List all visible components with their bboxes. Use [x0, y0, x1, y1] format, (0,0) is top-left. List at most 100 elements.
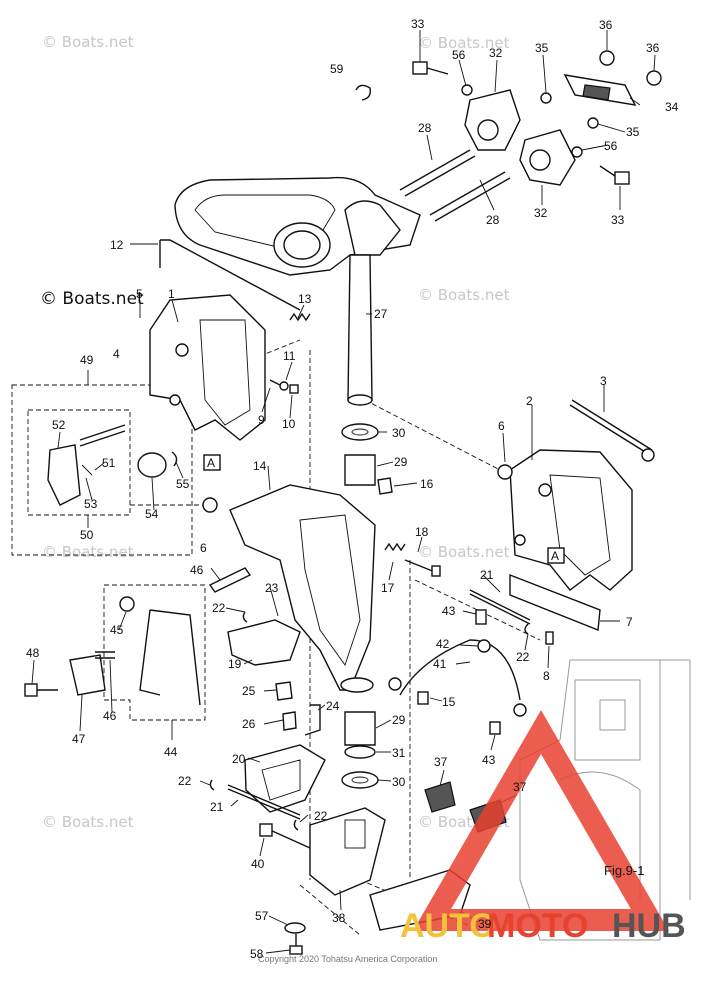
- watermark: © Boats.net: [418, 543, 510, 561]
- clamp-bracket-left: [149, 294, 266, 441]
- part-label-22: 22: [212, 601, 226, 615]
- brand-auto: AUTO: [400, 907, 496, 945]
- part-label-13: 13: [298, 292, 312, 306]
- part-label-43: 43: [442, 604, 456, 618]
- springs-pins: [269, 312, 441, 577]
- tilt-plate: [469, 573, 601, 645]
- part-label-32: 32: [534, 206, 548, 220]
- reference-markers: A A: [203, 454, 565, 564]
- part-label-35: 35: [626, 125, 640, 139]
- part-label-49: 49: [80, 353, 94, 367]
- part-label-34: 34: [665, 100, 679, 114]
- part-label-12: 12: [110, 238, 124, 252]
- motor-housing-outline: [519, 659, 691, 941]
- part-label-32: 32: [489, 46, 503, 60]
- copyright-text: Copyright 2020 Tohatsu America Corporati…: [258, 954, 437, 964]
- part-label-56: 56: [604, 139, 618, 153]
- watermark: © Boats.net: [42, 543, 134, 561]
- part-label-45: 45: [110, 623, 124, 637]
- part-label-29: 29: [394, 455, 408, 469]
- part-label-14: 14: [253, 459, 267, 473]
- part-label-43: 43: [482, 753, 496, 767]
- part-label-35: 35: [535, 41, 549, 55]
- part-label-40: 40: [251, 857, 265, 871]
- watermark-main: © Boats.net: [40, 289, 144, 309]
- part-label-25: 25: [242, 684, 256, 698]
- part-label-48: 48: [26, 646, 40, 660]
- part-label-1: 1: [168, 287, 175, 301]
- part-label-56: 56: [452, 48, 466, 62]
- part-label-4: 4: [113, 347, 120, 361]
- brand-hub: HUB: [612, 907, 686, 945]
- part-label-38: 38: [332, 911, 346, 925]
- part-label-37: 37: [513, 780, 527, 794]
- part-label-26: 26: [242, 717, 256, 731]
- brand-logo: AUTO MOTO HUB: [400, 710, 686, 945]
- part-label-33: 33: [411, 17, 425, 31]
- top-hardware: [355, 50, 662, 185]
- leader-lines: [31, 30, 656, 954]
- watermark: © Boats.net: [42, 33, 134, 51]
- rubber-mounts: [464, 74, 637, 186]
- part-label-31: 31: [392, 746, 406, 760]
- brand-moto: MOTO: [487, 907, 588, 945]
- part-label-17: 17: [381, 581, 395, 595]
- part-label-44: 44: [164, 745, 178, 759]
- part-label-11: 11: [283, 349, 296, 363]
- part-label-18: 18: [415, 525, 429, 539]
- part-label-8: 8: [543, 669, 550, 683]
- kit-boxes: [11, 370, 206, 740]
- part-label-27: 27: [374, 307, 388, 321]
- part-label-33: 33: [611, 213, 625, 227]
- part-label-55: 55: [176, 477, 190, 491]
- part-label-19: 19: [228, 657, 242, 671]
- stopper-parts: [209, 611, 326, 831]
- part-label-29: 29: [392, 713, 406, 727]
- swivel-bracket: [229, 484, 376, 693]
- part-label-59: 59: [330, 62, 344, 76]
- logo-triangle: [412, 710, 670, 931]
- part-label-39: 39: [478, 917, 492, 931]
- part-label-51: 51: [102, 456, 116, 470]
- left-kit-parts: [24, 424, 252, 706]
- part-label-10: 10: [282, 417, 296, 431]
- part-label-30: 30: [392, 426, 406, 440]
- part-label-22: 22: [516, 650, 530, 664]
- ref-marker-box: [203, 454, 221, 471]
- part-label-6: 6: [200, 541, 207, 555]
- part-label-46: 46: [103, 709, 117, 723]
- bushings-washers: [202, 423, 393, 789]
- part-label-50: 50: [80, 528, 94, 542]
- watermark: © Boats.net: [418, 286, 510, 304]
- watermark: © Boats.net: [418, 34, 510, 52]
- part-label-24: 24: [326, 699, 340, 713]
- part-labels: 1 2 3 4 5 6 6 7 8 9 10 11 12 13 14 15 16…: [26, 17, 679, 961]
- ref-marker: A: [551, 549, 559, 563]
- part-label-36: 36: [599, 18, 613, 32]
- part-label-22: 22: [178, 774, 192, 788]
- part-label-2: 2: [526, 394, 533, 408]
- part-label-3: 3: [600, 374, 607, 388]
- part-label-16: 16: [420, 477, 434, 491]
- part-label-5: 5: [136, 287, 143, 301]
- part-label-9: 9: [258, 413, 265, 427]
- part-label-28: 28: [486, 213, 500, 227]
- part-label-22: 22: [314, 809, 328, 823]
- part-label-28: 28: [418, 121, 432, 135]
- watermark: © Boats.net: [42, 813, 134, 831]
- part-label-20: 20: [232, 752, 246, 766]
- part-label-52: 52: [52, 418, 66, 432]
- part-label-23: 23: [265, 581, 279, 595]
- part-label-42: 42: [436, 637, 450, 651]
- part-label-46: 46: [190, 563, 204, 577]
- watermark-layer: © Boats.net © Boats.net © Boats.net © Bo…: [40, 33, 510, 831]
- part-label-36: 36: [646, 41, 660, 55]
- part-label-6: 6: [498, 419, 505, 433]
- part-label-15: 15: [442, 695, 456, 709]
- part-label-30: 30: [392, 775, 406, 789]
- part-label-47: 47: [72, 732, 86, 746]
- bracket-frame: [174, 176, 421, 406]
- part-label-58: 58: [250, 947, 264, 961]
- part-label-53: 53: [84, 497, 98, 511]
